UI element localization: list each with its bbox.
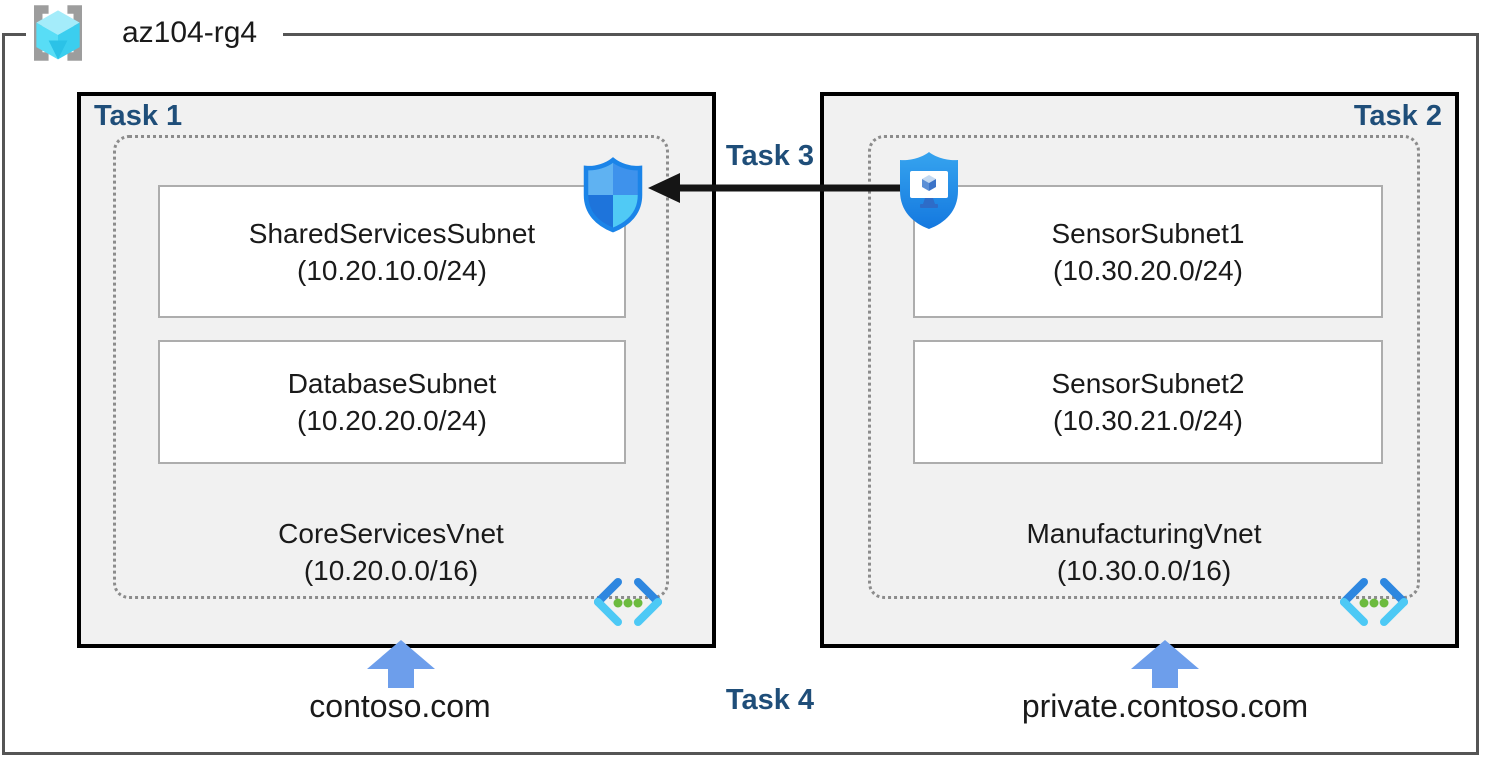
subnet-cidr: (10.30.20.0/24) bbox=[1053, 254, 1243, 286]
resource-group-icon bbox=[34, 5, 82, 61]
dns-up-arrow-icon bbox=[1131, 640, 1199, 688]
subnet-box-database: DatabaseSubnet (10.20.20.0/24) bbox=[158, 340, 626, 464]
vnet-boundary-manufacturing bbox=[868, 135, 1420, 599]
vnet-cidr: (10.20.0.0/16) bbox=[303, 555, 479, 586]
vnet-name: CoreServicesVnet bbox=[278, 518, 504, 549]
subnet-box-sensor2: SensorSubnet2 (10.30.21.0/24) bbox=[913, 340, 1383, 464]
resource-group-frame bbox=[2, 33, 1479, 755]
subnet-name: SensorSubnet1 bbox=[1051, 217, 1245, 249]
virtual-network-icon bbox=[1340, 578, 1408, 626]
task4-label: Task 4 bbox=[725, 684, 815, 716]
virtual-network-icon bbox=[594, 578, 662, 626]
vnet-label-manufacturing: ManufacturingVnet (10.30.0.0/16) bbox=[868, 515, 1420, 589]
dns-zone-label-private-contoso: private.contoso.com bbox=[1021, 688, 1309, 724]
task3-label: Task 3 bbox=[725, 140, 815, 172]
bastion-icon bbox=[900, 152, 958, 229]
vnet-boundary-coreservices bbox=[113, 135, 669, 599]
vnet-name: ManufacturingVnet bbox=[1026, 518, 1262, 549]
subnet-cidr: (10.30.21.0/24) bbox=[1053, 405, 1243, 436]
dns-zone-label-contoso: contoso.com bbox=[309, 688, 491, 724]
vnet-container-coreservices: Task 1 SharedServicesSubnet (10.20.10.0/… bbox=[77, 92, 716, 648]
resource-group-name: az104-rg4 bbox=[122, 16, 258, 49]
vnet-cidr: (10.30.0.0/16) bbox=[1056, 555, 1232, 586]
vnet-label-coreservices: CoreServicesVnet (10.20.0.0/16) bbox=[113, 515, 669, 589]
subnet-name: SharedServicesSubnet bbox=[248, 217, 536, 249]
dns-up-arrow-icon bbox=[367, 640, 435, 688]
nsg-shield-icon bbox=[583, 157, 643, 233]
task2-label: Task 2 bbox=[1353, 100, 1442, 132]
task1-label: Task 1 bbox=[94, 100, 183, 132]
subnet-box-sensor1: SensorSubnet1 (10.30.20.0/24) bbox=[913, 185, 1383, 318]
subnet-cidr: (10.20.10.0/24) bbox=[297, 254, 487, 286]
resource-group-label: az104-rg4 bbox=[26, 0, 284, 66]
subnet-cidr: (10.20.20.0/24) bbox=[297, 405, 487, 436]
subnet-name: SensorSubnet2 bbox=[1051, 368, 1245, 399]
peering-arrow-icon bbox=[648, 173, 908, 203]
subnet-box-sharedservices: SharedServicesSubnet (10.20.10.0/24) bbox=[158, 185, 626, 318]
subnet-name: DatabaseSubnet bbox=[287, 368, 497, 399]
